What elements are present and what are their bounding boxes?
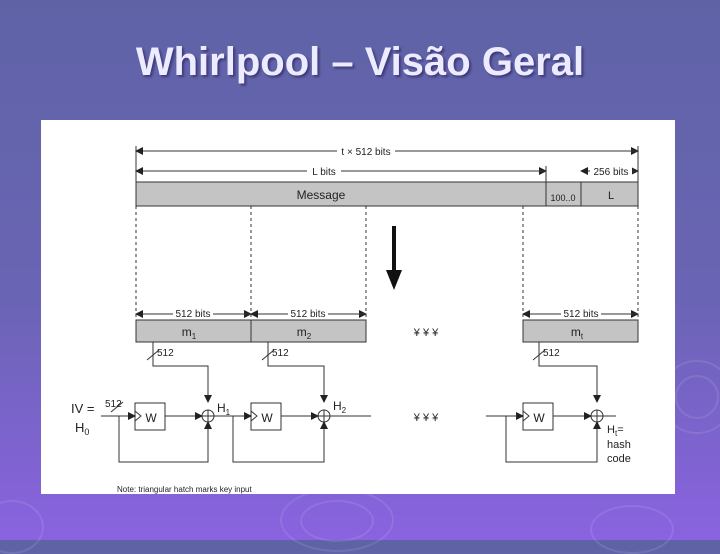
block-1-size-label: 512 bits (175, 309, 210, 320)
h1-subscript: 1 (226, 408, 231, 417)
background-ripple (300, 500, 374, 542)
dimension-256-label: 256 bits (593, 167, 628, 178)
block-dividers (135, 206, 639, 320)
slide-title: Whirlpool – Visão Geral (135, 40, 585, 84)
svg-text:Ht=: Ht= (607, 424, 624, 438)
w-box-2: W (250, 402, 282, 431)
hash-label: hash (607, 439, 631, 451)
ht-subscript: t (615, 429, 618, 438)
w-label-1: W (145, 411, 157, 425)
down-arrow-icon (386, 226, 402, 290)
block-1-subscript: 1 (192, 332, 197, 341)
background-ripple (590, 505, 674, 554)
iv-label: IV = (71, 401, 95, 416)
block-t-name: m (571, 325, 581, 339)
w-label-t: W (533, 411, 545, 425)
block-t-subscript: t (581, 332, 584, 341)
w-box-1: W (134, 402, 166, 431)
block-1-name: m (182, 325, 192, 339)
code-label: code (607, 453, 631, 465)
svg-text:H2: H2 (333, 399, 347, 415)
whirlpool-diagram: t × 512 bits L bits 256 bits Message 100… (41, 120, 675, 494)
diagram-canvas: t × 512 bits L bits 256 bits Message 100… (71, 144, 639, 494)
block-2-subscript: 2 (307, 332, 312, 341)
svg-text:m2: m2 (297, 325, 312, 341)
hatch-marks (110, 349, 546, 413)
key-bits-label-1: 512 (157, 348, 174, 359)
message-block-t: mt (522, 319, 639, 343)
iv-h-label: H (75, 420, 84, 435)
ht-equals: = (617, 424, 623, 436)
message-label: Message (297, 188, 346, 202)
message-bar: Message 100..0 L (135, 181, 639, 207)
key-bits-label-t: 512 (543, 348, 560, 359)
block-feed-lines (152, 342, 601, 403)
dimension-l-label: L bits (312, 167, 336, 178)
dimension-total-label: t × 512 bits (341, 147, 390, 158)
svg-text:H1: H1 (217, 401, 231, 417)
background-ripple (0, 500, 44, 554)
h2-subscript: 2 (342, 406, 347, 415)
diagram-note: Note: triangular hatch marks key input (117, 485, 253, 494)
h2-label: H (333, 399, 342, 413)
iv-bits-label: 512 (105, 399, 122, 410)
w-box-t: W (522, 402, 554, 431)
svg-text:H0: H0 (75, 420, 89, 437)
w-label-2: W (261, 411, 273, 425)
ht-label: H (607, 424, 615, 436)
h1-label: H (217, 401, 226, 415)
svg-text:mt: mt (571, 325, 584, 341)
padding-label: 100..0 (550, 193, 575, 203)
key-bits-label-2: 512 (272, 348, 289, 359)
chaining-lines (101, 412, 616, 463)
dimension-message-length: L bits (135, 164, 547, 178)
dimension-length-field: 256 bits (580, 164, 639, 178)
background-ripple (675, 375, 719, 419)
length-field-label: L (608, 190, 614, 202)
ellipsis-blocks: ¥ ¥ ¥ (413, 327, 439, 339)
iv-h-subscript: 0 (84, 427, 89, 437)
block-2-size-label: 512 bits (290, 309, 325, 320)
block-t-size-label: 512 bits (563, 309, 598, 320)
message-block-1: m1 (135, 319, 252, 343)
message-block-2: m2 (250, 319, 367, 343)
block-2-name: m (297, 325, 307, 339)
dimension-total-length: t × 512 bits (135, 144, 639, 158)
xor-plus-icon (202, 410, 603, 422)
ellipsis-chain: ¥ ¥ ¥ (413, 412, 439, 424)
svg-text:m1: m1 (182, 325, 197, 341)
